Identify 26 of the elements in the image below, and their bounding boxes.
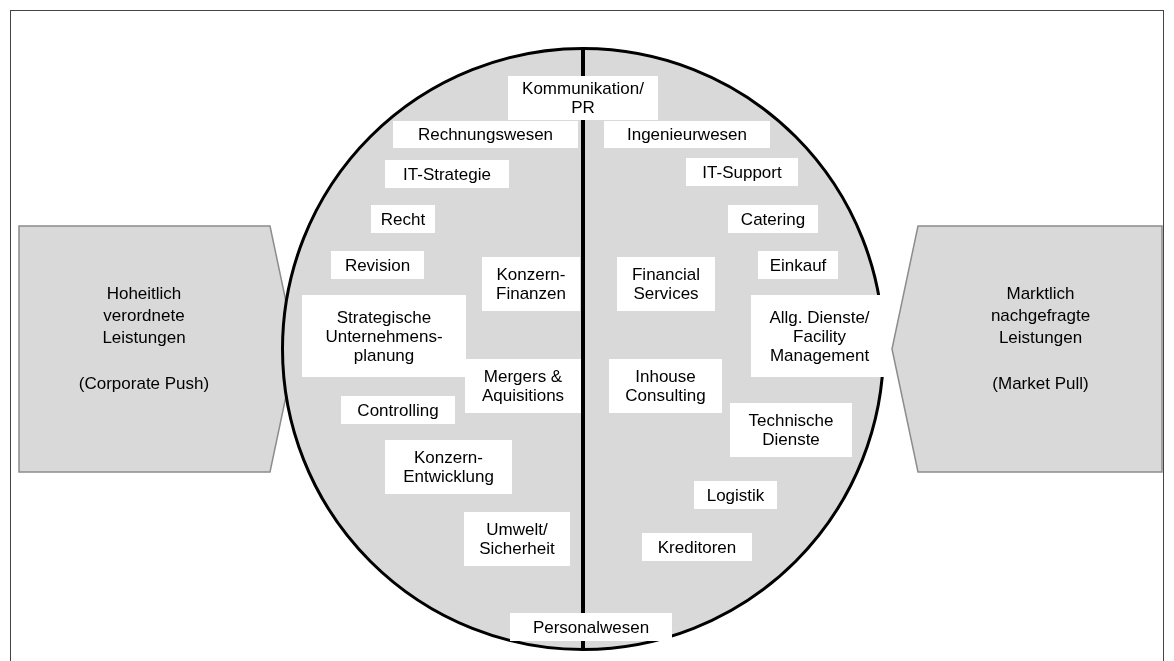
department-label: Inhouse Consulting [609,359,722,413]
department-label: Kommunikation/ PR [508,76,658,120]
department-label: Personalwesen [510,613,672,641]
department-label: Rechnungswesen [393,121,578,148]
department-label: Umwelt/ Sicherheit [464,512,570,566]
department-label: Recht [371,205,435,233]
department-label: Allg. Dienste/ Facility Management [751,295,888,377]
department-label: Financial Services [617,257,715,311]
department-label: Technische Dienste [730,403,852,457]
department-label: IT-Strategie [385,160,509,188]
department-label: IT-Support [686,158,798,186]
department-label: Ingenieurwesen [604,121,770,148]
department-label: Konzern- Finanzen [482,257,580,311]
department-label: Logistik [694,481,777,509]
department-label: Catering [728,205,818,233]
department-label: Mergers & Aquisitions [465,359,581,413]
subtitle-text: (Corporate Push) [77,373,211,395]
department-label: Strategische Unternehmens- planung [302,295,466,377]
department-label: Konzern- Entwicklung [385,440,512,494]
department-label: Kreditoren [642,533,752,561]
heading-text: Hoheitlich verordnete Leistungen [101,283,187,349]
department-label: Controlling [341,396,455,424]
subtitle-text: (Market Pull) [991,373,1090,395]
department-label: Einkauf [758,251,838,279]
heading-text: Marktlich nachgefragte Leistungen [989,283,1092,349]
department-label: Revision [331,251,424,279]
